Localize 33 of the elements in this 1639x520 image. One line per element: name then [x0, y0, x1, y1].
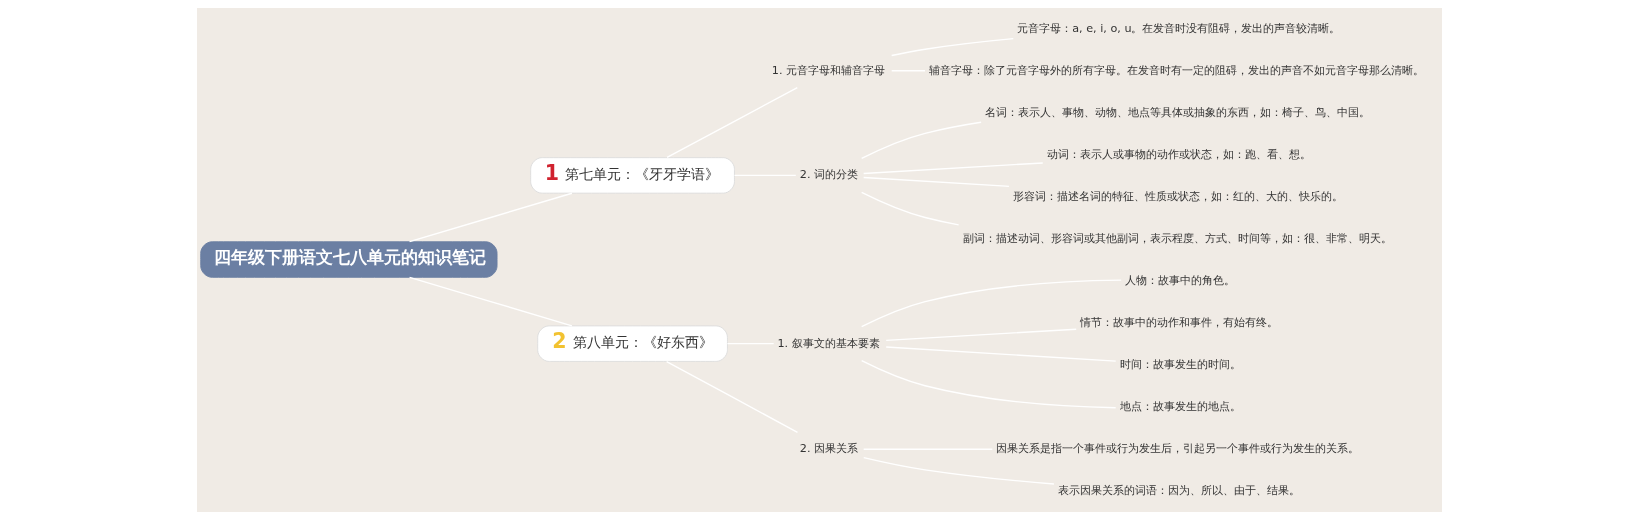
connector	[890, 37, 1014, 57]
node-box: 四年级下册语文七八单元的知识笔记	[200, 241, 498, 278]
connector	[885, 346, 1117, 362]
node-box: 2 第八单元：《好东西》	[537, 325, 728, 362]
connector	[408, 192, 573, 243]
node-text: 情节：故事中的动作和事件，有始有终。	[1080, 315, 1279, 329]
connector	[860, 359, 1117, 409]
node-text: 辅音字母：除了元音字母外的所有字母。在发音时有一定的阻碍，发出的声音不如元音字母那么清晰。	[928, 63, 1424, 77]
connector	[860, 191, 960, 226]
node-text: 因果关系是指一个事件或行为发生后，引起另一个事件或行为发生的关系。	[996, 442, 1360, 456]
connector	[665, 360, 799, 433]
node-text: 1. 叙事文的基本要素	[777, 336, 880, 350]
node-text: 元音字母：a, e, i, o, u。在发音时没有阻碍，发出的声音较清晰。	[1017, 21, 1341, 35]
connector	[885, 328, 1077, 342]
connector	[863, 456, 1055, 485]
node-text: 人物：故事中的角色。	[1125, 273, 1236, 287]
node-text: 副词：描述动词、形容词或其他副词，表示程度、方式、时间等，如：很、非常、明天。	[962, 231, 1392, 245]
node-text: 表示因果关系的词语：因为、所以、由于、结果。	[1057, 484, 1300, 498]
connector	[666, 86, 799, 159]
node-text: 2. 词的分类	[799, 168, 859, 182]
node-text: 动词：表示人或事物的动作或状态，如：跑、看、想。	[1046, 147, 1311, 161]
connector	[860, 121, 982, 160]
connector	[862, 176, 1010, 188]
node-text: 时间：故事发生的时间。	[1119, 358, 1241, 372]
node-box: 1 第七单元：《牙牙学语》	[530, 157, 735, 194]
connector	[408, 276, 573, 327]
node-text: 地点：故事发生的地点。	[1119, 400, 1241, 414]
connector	[860, 279, 1122, 328]
node-text: 2. 因果关系	[799, 442, 859, 456]
connector	[862, 162, 1044, 175]
node-text: 1. 元音字母和辅音字母	[771, 63, 886, 77]
node-text: 形容词：描述名词的特征、性质或状态，如：红的、大的、快乐的。	[1012, 189, 1343, 203]
node-text: 名词：表示人、事物、动物、地点等具体或抽象的东西，如：椅子、鸟、中国。	[984, 105, 1370, 119]
